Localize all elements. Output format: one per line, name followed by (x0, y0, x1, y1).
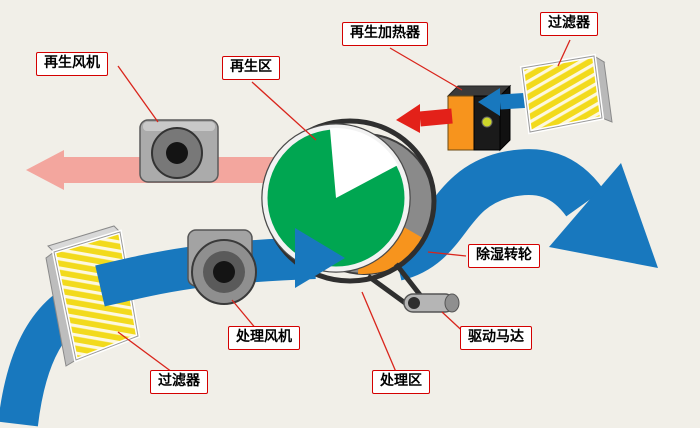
process-air-into-wheel-arrowhead (295, 228, 345, 288)
process-air-outlet-arrow (389, 149, 658, 281)
label-regeneration-zone: 再生区 (222, 56, 280, 80)
label-process-zone: 处理区 (372, 370, 430, 394)
label-filter-top: 过滤器 (540, 12, 598, 36)
processing-fan (187, 229, 257, 305)
hot-air-arrow (396, 104, 453, 133)
regeneration-fan (139, 119, 219, 183)
label-regeneration-heater: 再生加热器 (342, 22, 428, 46)
callout-lines (117, 39, 571, 373)
label-drive-motor: 驱动马达 (460, 326, 532, 350)
heater-indicator-dot (481, 116, 493, 128)
label-desiccant-wheel: 除湿转轮 (468, 244, 540, 268)
drive-motor-unit (403, 293, 460, 313)
label-filter-bottom: 过滤器 (150, 370, 208, 394)
process-air-band (95, 237, 316, 307)
regeneration-sector (329, 128, 398, 198)
label-process-fan: 处理风机 (228, 326, 300, 350)
label-regeneration-fan: 再生风机 (36, 52, 108, 76)
filter-top-unit (519, 53, 613, 135)
desiccant-wheel (261, 118, 460, 313)
